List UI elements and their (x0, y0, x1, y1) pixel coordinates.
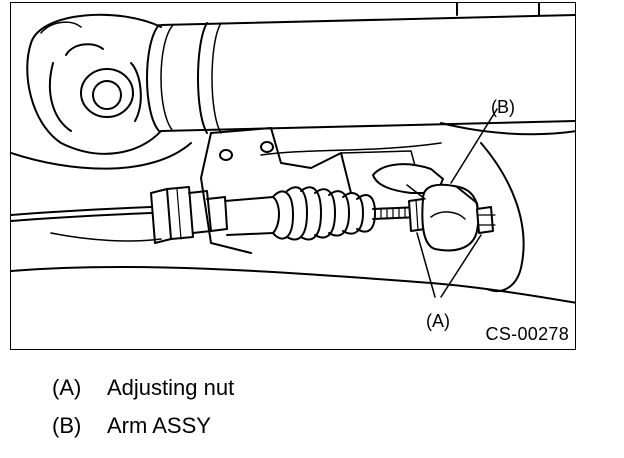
legend-key: (B) (52, 413, 82, 438)
legend-key: (A) (52, 375, 82, 400)
legend: (A) Adjusting nut (B) Arm ASSY (52, 375, 234, 451)
legend-item: (A) Adjusting nut (52, 375, 234, 413)
legend-item: (B) Arm ASSY (52, 413, 234, 451)
callout-b: (B) (491, 97, 515, 117)
callout-a: (A) (426, 311, 450, 331)
diagram-frame: (B) (A) CS-00278 (10, 2, 576, 350)
parking-brake-cable-illustration (11, 3, 575, 304)
legend-label: Adjusting nut (107, 375, 235, 400)
figure-code: CS-00278 (485, 324, 569, 344)
legend-label: Arm ASSY (107, 413, 211, 438)
